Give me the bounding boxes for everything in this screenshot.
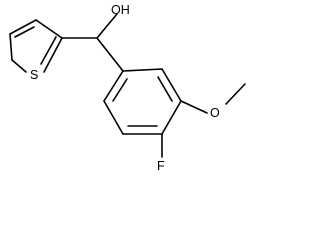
bond-c6-c1	[103, 70, 124, 102]
benzene-ring	[103, 68, 182, 135]
bond-c3-c4	[161, 100, 182, 135]
fluorine-label: F	[157, 159, 165, 173]
thiophene-ring	[9, 19, 63, 73]
bond-c3-c4-double	[14, 26, 35, 38]
bond-c3-c4	[9, 19, 37, 35]
chemical-structure-diagram: OH S O F	[9, 3, 246, 173]
bond-c2-c3-double	[157, 76, 173, 102]
bond-c2-c3	[161, 68, 182, 102]
bond-c2-c3	[35, 19, 63, 39]
bond-s-c2	[43, 37, 63, 73]
bond-s-c2-double	[40, 36, 57, 65]
sulfur-label: S	[30, 68, 38, 82]
bond-c4-c5	[9, 33, 13, 61]
bond-carbinol-to-oh	[96, 13, 118, 39]
bond-ring-to-methoxy-o	[180, 100, 208, 114]
methoxy-oxygen-label: O	[210, 106, 220, 120]
bond-c5-s	[11, 59, 27, 73]
bond-methoxy-o-to-ch3	[225, 83, 246, 105]
bond-c1-c2	[122, 68, 163, 72]
bond-c6-c1-double	[112, 78, 128, 102]
bond-c5-c6	[103, 100, 124, 135]
hydroxyl-label: OH	[111, 3, 130, 17]
bond-carbinol-to-phenyl	[96, 37, 124, 72]
